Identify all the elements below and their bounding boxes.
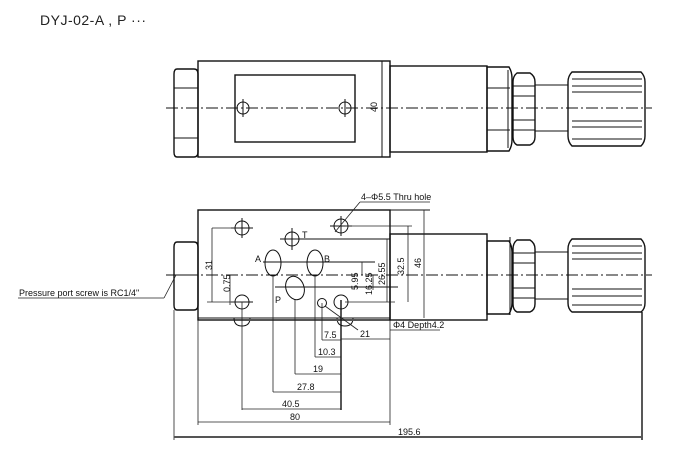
front-cylinder bbox=[389, 233, 488, 321]
front-valve-body bbox=[197, 209, 391, 321]
dim-16-25: 16.25 bbox=[364, 272, 374, 295]
front-lock-nut bbox=[512, 239, 536, 313]
note-thru-hole: 4–Φ5.5 Thru hole bbox=[361, 192, 431, 202]
drawing-title: DYJ-02-A , P ··· bbox=[40, 12, 147, 28]
port-p bbox=[275, 275, 398, 301]
dim-0-75: 0.75 bbox=[222, 274, 232, 292]
top-adjust-knob bbox=[567, 71, 646, 147]
port-label-a: A bbox=[255, 254, 261, 264]
port-b bbox=[306, 249, 324, 277]
dim-7-5: 7.5 bbox=[324, 330, 337, 340]
top-nameplate bbox=[234, 74, 356, 143]
port-label-t: T bbox=[302, 230, 308, 240]
top-lock-nut bbox=[512, 72, 536, 146]
dim-21: 21 bbox=[360, 329, 370, 339]
top-cylinder bbox=[389, 65, 488, 153]
top-view: 40 bbox=[166, 60, 652, 158]
dim-5-95: 5.95 bbox=[350, 272, 360, 290]
dim-40-5: 40.5 bbox=[282, 399, 300, 409]
front-view: A B P T 31 0.75 5.95 16.25 26.55 32.5 46 bbox=[18, 192, 652, 440]
dim-31: 31 bbox=[204, 260, 214, 270]
dim-46: 46 bbox=[413, 258, 423, 268]
top-dim-40: 40 bbox=[369, 102, 379, 112]
front-adjust-knob bbox=[567, 238, 646, 313]
port-label-p: P bbox=[275, 295, 281, 305]
dim-10-3: 10.3 bbox=[318, 347, 336, 357]
note-depth: Φ4 Depth4.2 bbox=[393, 320, 444, 330]
dim-195-6: 195.6 bbox=[398, 427, 421, 437]
dim-27-8: 27.8 bbox=[297, 382, 315, 392]
port-t bbox=[280, 228, 390, 250]
front-left-hex-nut bbox=[173, 241, 199, 311]
dim-32-5: 32.5 bbox=[396, 257, 406, 275]
dim-26-55: 26.55 bbox=[377, 262, 387, 285]
port-label-b: B bbox=[324, 254, 330, 264]
dim-80: 80 bbox=[290, 412, 300, 422]
note-pressure-port: Pressure port screw is RC1/4" bbox=[19, 288, 139, 298]
port-a bbox=[264, 249, 282, 277]
top-left-hex-nut bbox=[173, 68, 199, 158]
dim-19: 19 bbox=[313, 364, 323, 374]
